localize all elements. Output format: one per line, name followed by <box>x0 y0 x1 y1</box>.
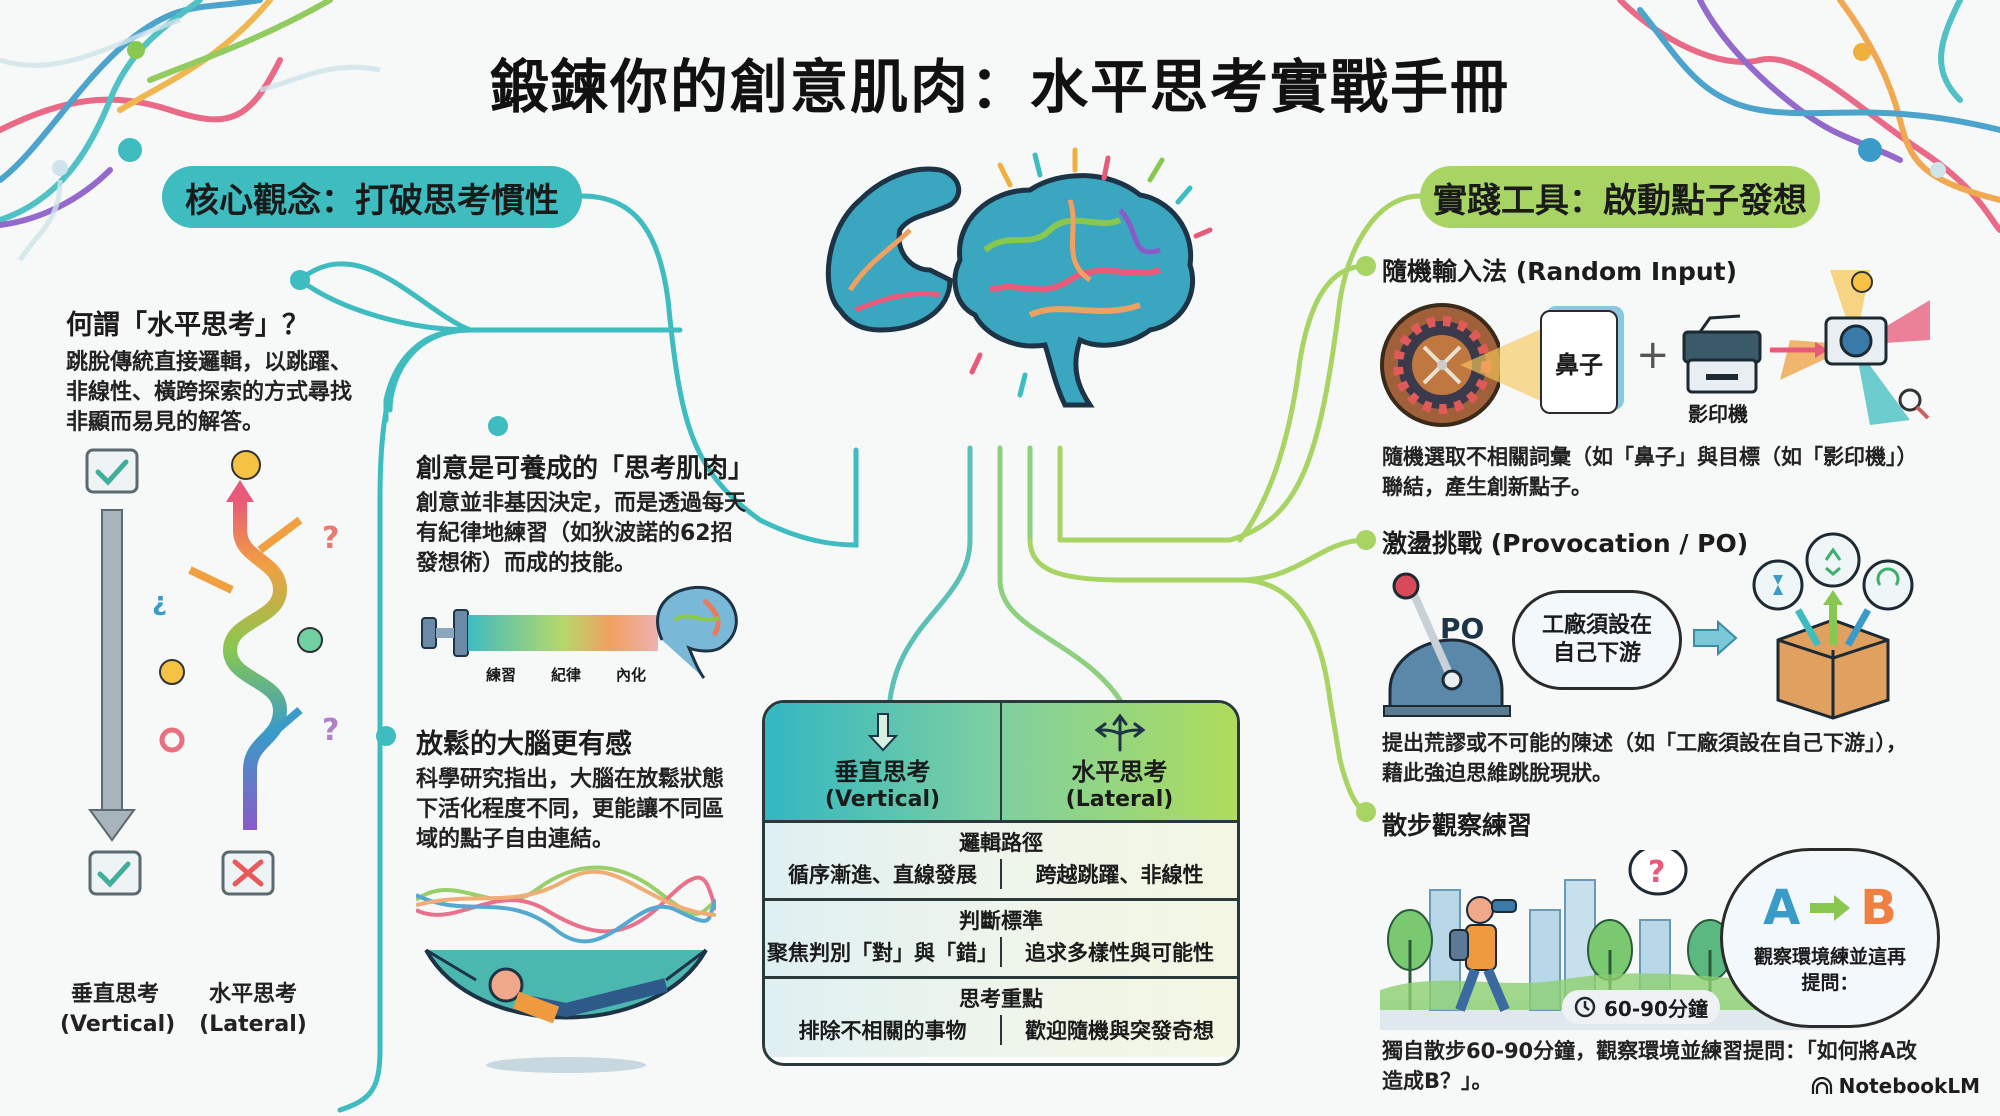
arrow-right-icon <box>1693 620 1738 656</box>
provocation-body-line: 藉此強迫思維跳脫現狀。 <box>1382 761 1613 785</box>
photocopier-icon <box>1682 314 1762 394</box>
table-header: 垂直思考 (Vertical) 水平思考 (Lateral) <box>765 703 1237 823</box>
notebooklm-logo-icon <box>1811 1077 1832 1094</box>
what-is-body-line: 非線性、橫跨探索的方式尋找 <box>66 380 353 405</box>
check-icon <box>85 448 139 494</box>
walk-observation-heading: 散步觀察練習 <box>1382 811 1533 840</box>
stage-practice: 練習 <box>486 666 517 684</box>
random-input-description: 隨機選取不相關詞彙（如「鼻子」與目標（如「影印機」） 聯結，產生創新點子。 <box>1382 442 1992 502</box>
provocation-thought-cloud: 工廠須設在 自己下游 <box>1512 590 1682 690</box>
vertical-label: 垂直思考 (Vertical) <box>60 980 176 1040</box>
lateral-label-en: (Lateral) <box>199 1012 307 1037</box>
provocation-description: 提出荒謬或不可能的陳述（如「工廠須設在自己下游」）， 藉此強迫思維跳脫現狀。 <box>1382 728 1992 788</box>
provocation-body-line: 提出荒謬或不可能的陳述（如「工廠須設在自己下游」）， <box>1382 731 1907 755</box>
random-word-card: 鼻子 <box>1540 310 1618 414</box>
col-vertical-zh: 垂直思考 <box>834 758 931 786</box>
idea-burst-icon <box>1770 270 1930 425</box>
arrow-down-icon <box>867 713 898 752</box>
muscle-body-line: 有紀律地練習（如狄波諾的62招 <box>416 521 733 546</box>
random-input-body-line: 聯結，產生創新點子。 <box>1382 475 1592 499</box>
svg-text:¿: ¿ <box>152 587 167 617</box>
thinking-muscle-heading: 創意是可養成的「思考肌肉」 <box>416 454 755 484</box>
dumbbell-progress-icon <box>421 585 738 679</box>
row-category: 判斷標準 <box>959 909 1043 933</box>
cloud-line: 提問： <box>1801 972 1859 994</box>
thinking-muscle-block: 創意是可養成的「思考肌肉」 創意並非基因決定，而是透過每天 有紀律地練習（如狄波… <box>416 448 776 579</box>
core-concept-pill: 核心觀念：打破思考慣性 <box>162 166 582 228</box>
col-lateral-en: (Lateral) <box>1065 787 1174 812</box>
lever-icon <box>1383 572 1511 717</box>
what-is-body-line: 非顯而易見的解答。 <box>66 410 265 435</box>
roulette-wheel-icon <box>1380 303 1500 427</box>
what-is-body-line: 跳脫傳統直接邏輯，以跳躍、 <box>66 350 353 375</box>
table-col-vertical: 垂直思考 (Vertical) <box>765 703 1002 820</box>
flexing-brain-icon <box>825 147 1213 408</box>
relax-body-line: 科學研究指出，大腦在放鬆狀態 <box>416 767 725 792</box>
walk-body-line: 獨自散步60-90分鐘，觀察環境並練習提問：「如何將A改 <box>1382 1039 1917 1063</box>
duration-text: 60-90分鐘 <box>1604 996 1708 1021</box>
row-vertical-cell: 聚焦判別「對」與「錯」 <box>765 937 1002 967</box>
table-row: 思考重點 排除不相關的事物 歡迎隨機與突發奇想 <box>765 979 1237 1057</box>
cloud-line: 自己下游 <box>1552 641 1641 666</box>
relaxed-brain-block: 放鬆的大腦更有感 科學研究指出，大腦在放鬆狀態 下活化程度不同，更能讓不同區 域… <box>416 722 756 855</box>
letter-a: A <box>1763 880 1801 936</box>
col-lateral-zh: 水平思考 <box>1071 758 1168 786</box>
vertical-vs-lateral-table: 垂直思考 (Vertical) 水平思考 (Lateral) 邏輯路徑 循序漸進… <box>762 700 1240 1066</box>
what-is-heading: 何謂「水平思考」？ <box>66 310 309 341</box>
row-category: 邏輯路徑 <box>959 831 1043 855</box>
vertical-label-zh: 垂直思考 <box>70 982 159 1007</box>
vertical-vs-lateral-illustration: ? ? ¿ <box>85 448 339 896</box>
svg-text:?: ? <box>1648 855 1665 890</box>
table-row: 邏輯路徑 循序漸進、直線發展 跨越跳躍、非線性 <box>765 823 1237 901</box>
cloud-line: 觀察環境練並這再 <box>1753 946 1906 968</box>
plus-sign: + <box>1636 332 1670 378</box>
random-input-body-line: 隨機選取不相關詞彙（如「鼻子」與目標（如「影印機」） <box>1382 445 1918 469</box>
po-label: PO <box>1440 612 1485 645</box>
row-vertical-cell: 循序漸進、直線發展 <box>765 859 1002 889</box>
duration-badge: 60-90分鐘 <box>1562 990 1720 1024</box>
walk-description: 獨自散步60-90分鐘，觀察環境並練習提問：「如何將A改 造成B？」。 <box>1382 1036 1982 1096</box>
muscle-body-line: 創意並非基因決定，而是透過每天 <box>416 491 747 516</box>
svg-text:?: ? <box>322 713 339 748</box>
table-row: 判斷標準 聚焦判別「對」與「錯」 追求多樣性與可能性 <box>765 901 1237 979</box>
what-is-lateral-block: 何謂「水平思考」？ 跳脫傳統直接邏輯，以跳躍、 非線性、橫跨探索的方式尋找 非顯… <box>66 303 386 438</box>
hammock-relax-illustration <box>416 865 716 1073</box>
notebooklm-watermark: NotebookLM <box>1811 1074 1980 1098</box>
lateral-label: 水平思考 (Lateral) <box>198 980 308 1040</box>
progress-stage-labels: 練習 紀律 內化 <box>486 664 646 685</box>
open-box-ideas-icon <box>1752 532 1914 720</box>
relax-body-line: 下活化程度不同，更能讓不同區 <box>416 797 725 822</box>
muscle-body-line: 發想術）而成的技能。 <box>416 551 637 576</box>
watermark-text: NotebookLM <box>1838 1074 1980 1098</box>
lateral-label-zh: 水平思考 <box>208 982 297 1007</box>
row-category: 思考重點 <box>959 987 1043 1011</box>
stage-discipline: 紀律 <box>550 666 581 684</box>
page-title: 鍛鍊你的創意肌肉：水平思考實戰手冊 <box>489 53 1510 121</box>
letter-b: B <box>1860 880 1897 936</box>
stage-internalize: 內化 <box>615 666 646 684</box>
row-lateral-cell: 歡迎隨機與突發奇想 <box>1025 1019 1214 1043</box>
svg-text:?: ? <box>322 521 339 556</box>
clock-icon <box>1574 996 1596 1018</box>
arrow-right-icon <box>1810 895 1851 921</box>
col-vertical-en: (Vertical) <box>824 787 941 812</box>
relax-body-line: 域的點子自由連結。 <box>416 827 615 852</box>
row-vertical-cell: 排除不相關的事物 <box>765 1015 1002 1045</box>
provocation-heading: 激盪挑戰 (Provocation / PO) <box>1382 529 1749 558</box>
light-beam <box>1460 325 1550 405</box>
row-lateral-cell: 跨越跳躍、非線性 <box>1035 863 1204 887</box>
relaxed-brain-heading: 放鬆的大腦更有感 <box>416 729 632 760</box>
a-to-b-graphic: A B <box>1763 880 1897 936</box>
photocopier-label: 影印機 <box>1688 402 1748 426</box>
cloud-line: 工廠須設在 <box>1541 613 1652 638</box>
row-lateral-cell: 追求多樣性與可能性 <box>1025 941 1214 965</box>
vertical-label-en: (Vertical) <box>60 1012 176 1037</box>
branching-arrows-icon <box>1094 713 1145 752</box>
practice-tools-pill: 實踐工具：啟動點子發想 <box>1420 166 1820 228</box>
walk-body-line: 造成B？」。 <box>1382 1069 1493 1093</box>
table-col-lateral: 水平思考 (Lateral) <box>1002 703 1237 820</box>
a-to-b-thought-cloud: A B 觀察環境練並這再 提問： <box>1720 848 1940 1028</box>
random-input-heading: 隨機輸入法 (Random Input) <box>1382 257 1738 286</box>
